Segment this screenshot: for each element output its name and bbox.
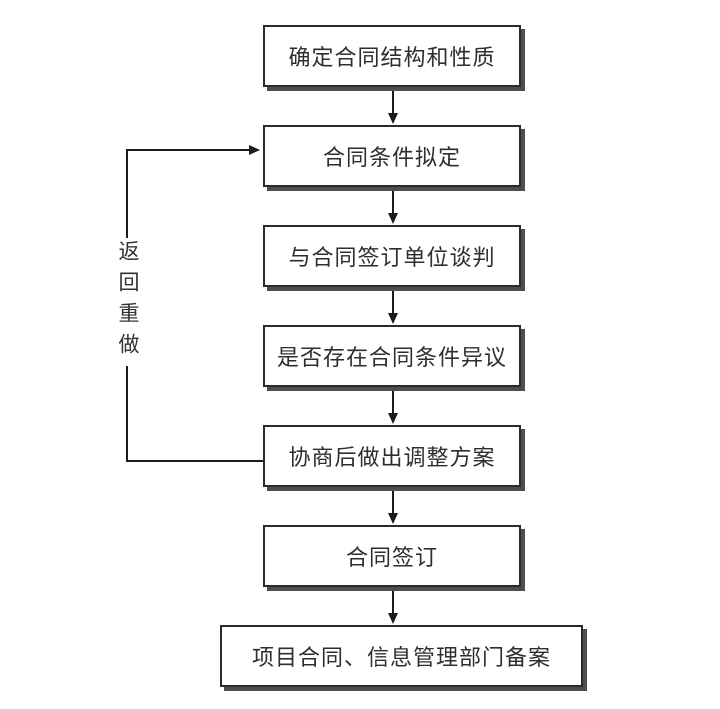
flow-node-objection-check: 是否存在合同条件异议 [263, 325, 521, 387]
flow-node-contract-signing: 合同签订 [263, 525, 521, 587]
flow-node-filing: 项目合同、信息管理部门备案 [220, 625, 583, 687]
flow-node-negotiate: 与合同签订单位谈判 [263, 225, 521, 287]
flow-node-determine-structure: 确定合同结构和性质 [263, 25, 521, 87]
flow-node-label: 确定合同结构和性质 [288, 46, 496, 71]
flow-node-label: 合同签订 [345, 546, 438, 571]
flow-node-label: 合同条件拟定 [322, 146, 461, 171]
flow-node-label: 是否存在合同条件异议 [276, 346, 507, 371]
flow-node-label: 与合同签订单位谈判 [288, 246, 496, 271]
flow-node-label: 协商后做出调整方案 [288, 446, 496, 471]
loop-label-redo: 返回重做 [116, 238, 140, 366]
flow-node-draft-conditions: 合同条件拟定 [263, 125, 521, 187]
flow-node-label: 项目合同、信息管理部门备案 [251, 646, 551, 671]
flow-node-adjustment-plan: 协商后做出调整方案 [263, 425, 521, 487]
loop-arrow-node5-node2 [126, 145, 263, 462]
